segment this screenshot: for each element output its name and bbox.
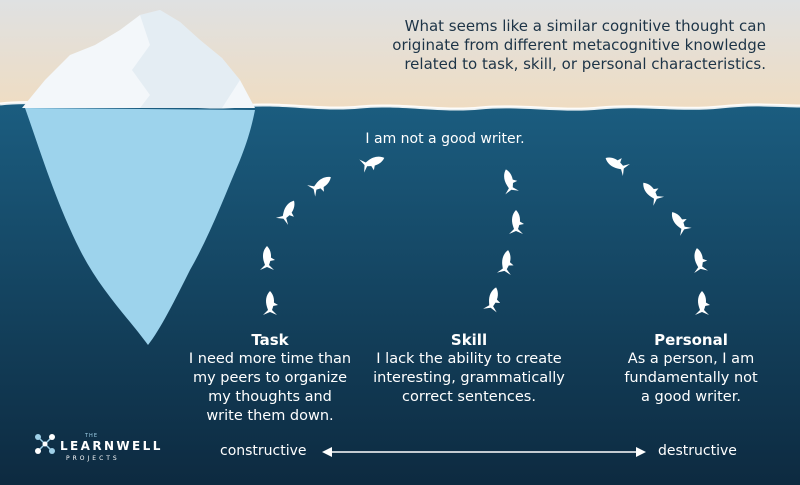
iceberg-shadow xyxy=(132,10,240,108)
scale-arrow xyxy=(322,447,646,457)
intro-text: What seems like a similar cognitive thou… xyxy=(336,17,766,74)
skill-line: interesting, grammatically xyxy=(373,370,565,386)
skill-line: I lack the ability to create xyxy=(376,351,562,367)
skill-heading: Skill xyxy=(450,331,488,349)
task-line: write them down. xyxy=(206,408,334,424)
logo-the: THE xyxy=(85,433,98,439)
intro-line: originate from different metacognitive k… xyxy=(392,36,766,54)
personal-line: a good writer. xyxy=(641,389,741,405)
personal-heading: Personal xyxy=(654,331,728,349)
logo-subtitle: PROJECTS xyxy=(66,455,120,462)
skill-column: Skill I lack the ability to create inter… xyxy=(369,331,569,407)
task-line: my peers to organize xyxy=(192,370,348,386)
task-description: I need more time than my peers to organi… xyxy=(170,350,370,426)
task-line: my thoughts and xyxy=(208,389,332,405)
iceberg-underwater xyxy=(25,108,255,345)
task-line: I need more time than xyxy=(188,351,352,367)
personal-description: As a person, I am fundamentally not a go… xyxy=(591,350,791,407)
skill-line: correct sentences. xyxy=(402,389,536,405)
intro-line: What seems like a similar cognitive thou… xyxy=(404,17,766,35)
central-thought: I am not a good writer. xyxy=(365,131,525,147)
arrow-right-icon xyxy=(636,447,646,457)
personal-column: Personal As a person, I am fundamentally… xyxy=(591,331,791,407)
personal-line: As a person, I am xyxy=(627,351,755,367)
task-column: Task I need more time than my peers to o… xyxy=(170,331,370,426)
scale-destructive-label: destructive xyxy=(658,443,737,459)
skill-description: I lack the ability to create interesting… xyxy=(369,350,569,407)
logo-mark-icon xyxy=(35,434,55,454)
intro-line: related to task, skill, or personal char… xyxy=(404,55,766,73)
personal-line: fundamentally not xyxy=(624,370,758,386)
task-heading: Task xyxy=(251,331,289,349)
scale-constructive-label: constructive xyxy=(220,443,307,459)
arrow-left-icon xyxy=(322,447,332,457)
logo-wordmark: LEARNWELL xyxy=(60,439,163,453)
